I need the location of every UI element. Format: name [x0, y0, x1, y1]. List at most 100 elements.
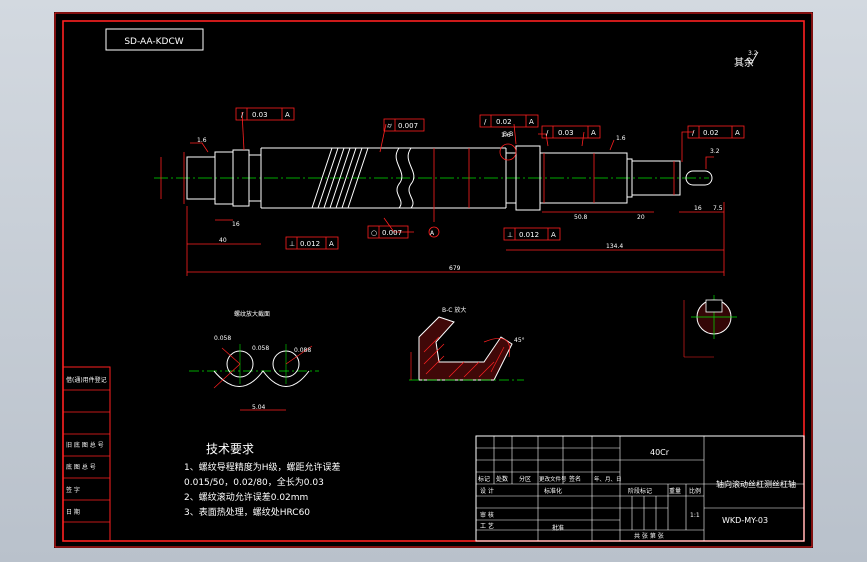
- svg-text:A: A: [529, 118, 534, 126]
- svg-text:批准: 批准: [552, 524, 564, 532]
- svg-text:A: A: [430, 230, 435, 237]
- svg-text:134.4: 134.4: [606, 243, 623, 250]
- svg-text:A: A: [551, 231, 556, 239]
- svg-text:A: A: [735, 129, 740, 137]
- svg-text:⌭: ⌭: [387, 122, 392, 130]
- svg-text:/: /: [692, 129, 695, 137]
- svg-text:⊥: ⊥: [507, 231, 513, 239]
- svg-text:40Cr: 40Cr: [650, 448, 670, 457]
- svg-text:日 期: 日 期: [66, 508, 80, 516]
- svg-text:0.02: 0.02: [496, 118, 512, 126]
- svg-text:40: 40: [219, 237, 227, 244]
- roughness-symbol: [746, 51, 759, 65]
- tolerance-frame-5: ⌭ 0.007: [383, 118, 425, 132]
- svg-text:2、螺纹滚动允许误差0.02mm: 2、螺纹滚动允许误差0.02mm: [184, 491, 308, 503]
- svg-text:轴向滚动丝杠测丝杠轴: 轴向滚动丝杠测丝杠轴: [716, 479, 796, 489]
- svg-text:/: /: [546, 129, 549, 137]
- svg-text:B-B: B-B: [503, 131, 513, 138]
- tolerance-frame-6: ⊥ 0.012 A: [285, 236, 339, 250]
- svg-text:/: /: [241, 111, 244, 119]
- bb-section-view: B-C 放大 45°: [409, 306, 525, 381]
- svg-text:螺纹放大截面: 螺纹放大截面: [234, 310, 270, 318]
- svg-text:1.6: 1.6: [616, 135, 626, 142]
- drawing-svg: SD-AA-KDCW 其余 3.2: [54, 12, 813, 548]
- svg-text:比例: 比例: [689, 487, 701, 495]
- svg-text:7.5: 7.5: [713, 205, 723, 212]
- svg-text:A: A: [329, 240, 334, 248]
- svg-text:0.012: 0.012: [300, 240, 320, 248]
- svg-text:1.6: 1.6: [501, 132, 511, 139]
- svg-text:0.015/50，0.02/80，全长为0.03: 0.015/50，0.02/80，全长为0.03: [184, 476, 324, 488]
- inner-border: [62, 20, 805, 542]
- svg-text:借(通)用件登记: 借(通)用件登记: [66, 376, 107, 384]
- tolerance-frame-8: ○ 0.007: [367, 225, 409, 239]
- main-dimension-texts: 16 40 679 50.8 20 134.4 16 7.5 1.6 1.6 1…: [197, 131, 723, 272]
- svg-text:1.6: 1.6: [197, 137, 207, 144]
- thread-detail-view: 螺纹放大截面 0.058 0.058 0.088 5.04: [189, 310, 319, 411]
- svg-text:20: 20: [637, 214, 645, 221]
- svg-text:0.058: 0.058: [214, 335, 231, 342]
- svg-text:A: A: [285, 111, 290, 119]
- drawing-sheet: SD-AA-KDCW 其余 3.2: [54, 12, 813, 548]
- code-box-text: SD-AA-KDCW: [124, 37, 183, 47]
- keyway-section-view: [683, 295, 737, 358]
- svg-text:重量: 重量: [669, 487, 681, 495]
- svg-text:0.007: 0.007: [398, 122, 418, 130]
- svg-text:标记: 标记: [478, 475, 490, 483]
- tolerance-frame-4: / 0.02 A: [687, 125, 745, 139]
- svg-text:1:1: 1:1: [690, 512, 700, 519]
- svg-text:0.03: 0.03: [558, 129, 574, 137]
- svg-text:工 艺: 工 艺: [480, 522, 494, 530]
- svg-text:底 图 总 号: 底 图 总 号: [66, 463, 96, 471]
- svg-text:B-C 放大: B-C 放大: [442, 306, 466, 314]
- svg-text:0.012: 0.012: [519, 231, 539, 239]
- svg-text:共 张 第 张: 共 张 第 张: [634, 532, 664, 540]
- title-block: 40Cr 轴向滚动丝杠测丝杠轴 WKD-MY-03 1:1 标记 处数 分区 更…: [475, 435, 805, 542]
- svg-text:3.2: 3.2: [710, 148, 720, 155]
- svg-text:16: 16: [232, 221, 240, 228]
- svg-text:A: A: [591, 129, 596, 137]
- outer-border: [54, 12, 813, 548]
- main-dimension-lines: [160, 111, 725, 276]
- svg-text:签 字: 签 字: [66, 486, 80, 494]
- svg-text:45°: 45°: [514, 337, 525, 344]
- svg-text:0.007: 0.007: [382, 229, 402, 237]
- svg-text:0.088: 0.088: [294, 347, 311, 354]
- tolerance-frame-1: / 0.03 A: [235, 107, 295, 121]
- svg-text:标准化: 标准化: [544, 487, 562, 495]
- svg-text:WKD-MY-03: WKD-MY-03: [722, 516, 768, 525]
- svg-text:设 计: 设 计: [480, 487, 494, 495]
- tolerance-frame-7: ⊥ 0.012 A: [503, 227, 561, 241]
- svg-text:3、表面热处理，螺纹处HRC60: 3、表面热处理，螺纹处HRC60: [184, 506, 310, 518]
- svg-text:5.04: 5.04: [252, 404, 266, 411]
- svg-text:审 核: 审 核: [480, 511, 494, 519]
- svg-text:分区: 分区: [519, 475, 531, 483]
- svg-text:/: /: [484, 118, 487, 126]
- svg-text:年、月、日: 年、月、日: [594, 475, 622, 483]
- svg-text:⊥: ⊥: [289, 240, 295, 248]
- svg-text:阶段标记: 阶段标记: [628, 487, 652, 495]
- svg-text:16: 16: [694, 205, 702, 212]
- svg-text:更改文件号: 更改文件号: [539, 475, 567, 483]
- svg-text:0.03: 0.03: [252, 111, 268, 119]
- technical-notes: 技术要求 1、螺纹导程精度为H级，螺距允许误差 0.015/50，0.02/80…: [184, 442, 341, 518]
- svg-text:技术要求: 技术要求: [206, 442, 254, 456]
- svg-text:签名: 签名: [569, 475, 581, 483]
- svg-text:1、螺纹导程精度为H级，螺距允许误差: 1、螺纹导程精度为H级，螺距允许误差: [184, 461, 341, 473]
- svg-text:0.02: 0.02: [703, 129, 719, 137]
- svg-text:50.8: 50.8: [574, 214, 588, 221]
- side-label-strip: 借(通)用件登记 旧 底 图 总 号 底 图 总 号 签 字 日 期: [62, 366, 111, 542]
- shaft-main-view: [154, 145, 713, 211]
- tolerance-frame-2: / 0.02 A: [479, 114, 539, 128]
- svg-text:0.058: 0.058: [252, 345, 269, 352]
- svg-text:679: 679: [449, 265, 461, 272]
- roughness-label: 其余: [734, 56, 754, 69]
- tolerance-frames: / 0.03 A / 0.02 A / 0.03 A / 0.02 A: [235, 107, 745, 250]
- tolerance-frame-3: / 0.03 A: [541, 125, 601, 139]
- svg-text:○: ○: [371, 229, 377, 237]
- roughness-value: 3.2: [748, 50, 758, 57]
- svg-text:旧 底 图 总 号: 旧 底 图 总 号: [66, 441, 104, 449]
- svg-text:处数: 处数: [496, 475, 508, 483]
- code-box: [105, 28, 204, 51]
